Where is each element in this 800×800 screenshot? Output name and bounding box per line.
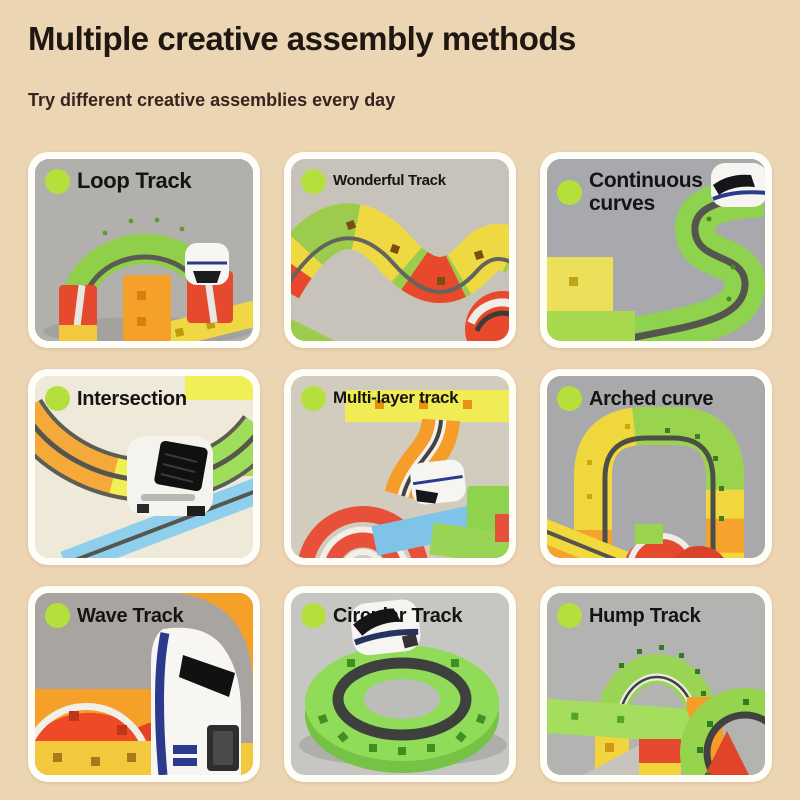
yellow-green-blocks bbox=[547, 257, 635, 341]
hump-track-photo: Hump Track bbox=[547, 593, 765, 775]
green-dot-icon bbox=[301, 603, 326, 628]
multi-layer-track-photo: Multi-layer track bbox=[291, 376, 509, 558]
circular-track-illustration bbox=[291, 593, 509, 775]
card-wonderful-track: Wonderful Track bbox=[284, 152, 516, 348]
green-dot-icon bbox=[557, 179, 582, 205]
card-label-row: Arched curve bbox=[557, 386, 714, 411]
green-ring-track bbox=[305, 645, 499, 773]
upper-yellow-track bbox=[345, 390, 509, 422]
card-label: Intersection bbox=[77, 387, 187, 410]
page-title: Multiple creative assembly methods bbox=[28, 20, 576, 57]
green-dot-icon bbox=[557, 386, 582, 411]
assembly-grid: Loop Track bbox=[28, 152, 772, 782]
card-label-row: Loop Track bbox=[45, 168, 192, 194]
loop-track-photo: Loop Track bbox=[35, 159, 253, 341]
arch-track bbox=[574, 407, 744, 558]
card-label: Wave Track bbox=[77, 604, 184, 627]
wave-track bbox=[291, 203, 509, 303]
card-label: Circular Track bbox=[333, 604, 463, 627]
card-label-row: Hump Track bbox=[557, 603, 701, 628]
green-dot-icon bbox=[45, 386, 70, 411]
card-label: Continuous curves bbox=[589, 169, 703, 216]
card-loop-track: Loop Track bbox=[28, 152, 260, 348]
side-ring-track bbox=[680, 688, 765, 775]
green-dot-icon bbox=[301, 169, 326, 194]
card-intersection: Intersection bbox=[28, 369, 260, 565]
card-multi-layer-track: Multi-layer track bbox=[284, 369, 516, 565]
card-arched-curve: Arched curve bbox=[540, 369, 772, 565]
loop-track-illustration bbox=[35, 159, 253, 341]
green-dot-icon bbox=[557, 603, 582, 628]
wonderful-track-illustration bbox=[291, 159, 509, 341]
card-label: Multi-layer track bbox=[333, 388, 459, 408]
red-curve-block bbox=[465, 291, 509, 341]
card-label-row: Wave Track bbox=[45, 603, 184, 628]
page-subtitle: Try different creative assemblies every … bbox=[28, 90, 396, 110]
card-circular-track: Circular Track bbox=[284, 586, 516, 782]
hump-track-illustration bbox=[547, 593, 765, 775]
blue-track bbox=[60, 478, 253, 558]
green-dot-icon bbox=[45, 169, 70, 194]
card-wave-track: Wave Track bbox=[28, 586, 260, 782]
green-dot-icon bbox=[45, 603, 70, 628]
card-label-row: Circular Track bbox=[301, 603, 463, 628]
arched-curve-photo: Arched curve bbox=[547, 376, 765, 558]
train-engine-icon bbox=[127, 436, 213, 516]
card-label: Arched curve bbox=[589, 387, 714, 410]
continuous-curves-illustration bbox=[547, 159, 765, 341]
wave-track-photo: Wave Track bbox=[35, 593, 253, 775]
card-continuous-curves: Continuous curves bbox=[540, 152, 772, 348]
train-icon bbox=[185, 243, 229, 285]
green-beam bbox=[547, 698, 690, 743]
card-label: Hump Track bbox=[589, 604, 701, 627]
card-label: Wonderful Track bbox=[333, 172, 446, 190]
intersection-photo: Intersection bbox=[35, 376, 253, 558]
intersection-illustration bbox=[35, 376, 253, 558]
card-label-row: Multi-layer track bbox=[301, 386, 459, 411]
continuous-curves-photo: Continuous curves bbox=[547, 159, 765, 341]
train-nose-icon bbox=[151, 627, 241, 775]
yellow-beam bbox=[547, 508, 629, 558]
green-dot-icon bbox=[301, 386, 326, 411]
card-label: Loop Track bbox=[77, 168, 192, 194]
card-label-row: Continuous curves bbox=[557, 169, 739, 215]
arched-curve-illustration bbox=[547, 376, 765, 558]
card-hump-track: Hump Track bbox=[540, 586, 772, 782]
orange-ramp bbox=[384, 417, 460, 503]
train-icon bbox=[410, 459, 466, 505]
wave-track-illustration bbox=[35, 593, 253, 775]
card-label-row: Wonderful Track bbox=[301, 169, 446, 194]
wonderful-track-photo: Wonderful Track bbox=[291, 159, 509, 341]
train-icon bbox=[711, 163, 765, 207]
card-label-row: Intersection bbox=[45, 386, 187, 411]
circular-track-photo: Circular Track bbox=[291, 593, 509, 775]
multi-layer-track-illustration bbox=[291, 376, 509, 558]
orange-block bbox=[123, 275, 171, 341]
train-icon bbox=[350, 599, 421, 656]
